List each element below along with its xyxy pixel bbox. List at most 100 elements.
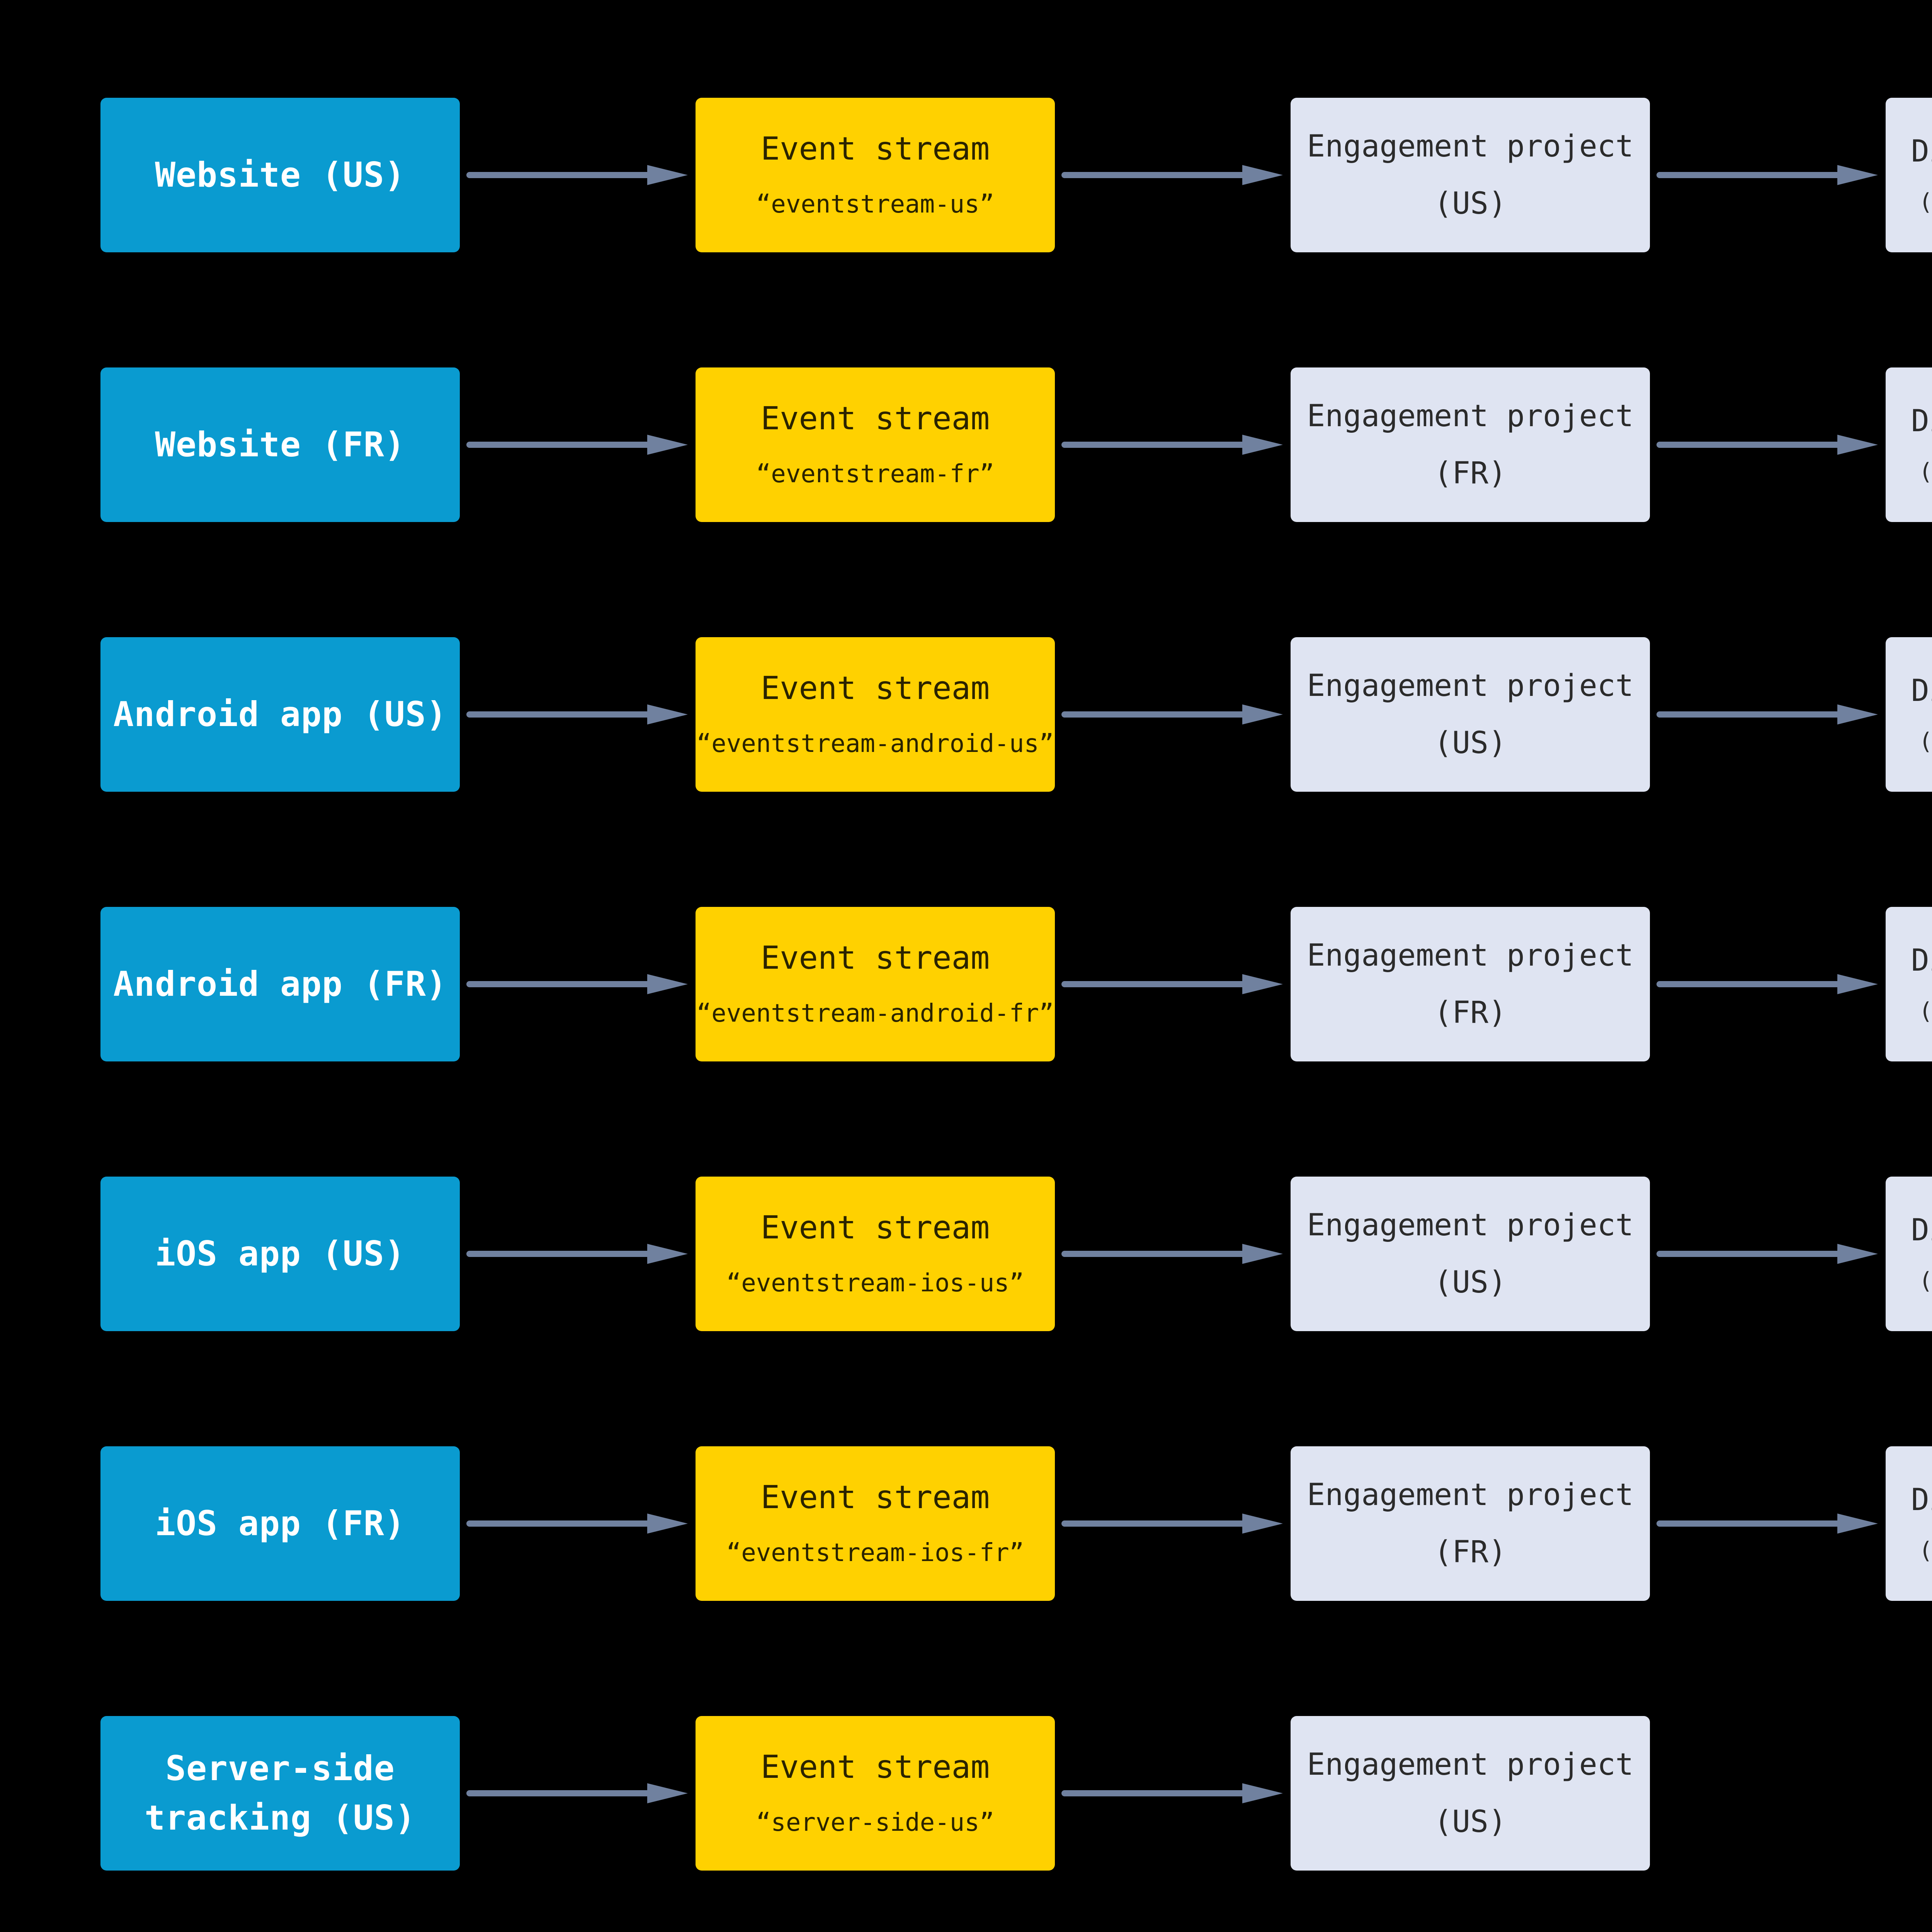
source-box: Android app (FR) <box>100 907 460 1061</box>
stream-subtitle: “server-side-us” <box>756 1808 995 1837</box>
stream-box: Event stream “eventstream-ios-us” <box>696 1177 1055 1331</box>
arrow-right-icon <box>1061 163 1285 187</box>
source-title: Website (US) <box>155 155 405 195</box>
project-box: Engagement project (US) <box>1291 637 1650 792</box>
arrow-right-icon <box>466 973 690 996</box>
arrow-right-icon <box>1656 1512 1880 1535</box>
project-box: Engagement project (US) <box>1291 98 1650 252</box>
project-title: Engagement project <box>1307 129 1634 164</box>
source-title: Android app (US) <box>113 694 447 734</box>
source-title: Server-side tracking (US) <box>145 1748 416 1838</box>
stream-box: Event stream “eventstream-us” <box>696 98 1055 252</box>
project-title: Engagement project <box>1307 1478 1634 1512</box>
arrow-right-icon <box>1061 1782 1285 1805</box>
arrow-right-icon <box>1061 1512 1285 1535</box>
stream-title: Event stream <box>760 131 990 167</box>
account-subtitle: (metadata view_id=us) <box>1918 728 1932 755</box>
project-box: Engagement project (FR) <box>1291 1446 1650 1601</box>
account-box: Discovery account (metadata view_id=us) <box>1886 637 1932 792</box>
account-title: Discovery account <box>1911 673 1932 708</box>
stream-box: Event stream“eventstream-android-fr” <box>696 907 1055 1061</box>
project-subtitle: (US) <box>1434 726 1507 760</box>
account-title: Discovery account <box>1911 134 1932 169</box>
project-box: Engagement project (US) <box>1291 1177 1650 1331</box>
stream-subtitle: “eventstream-ios-us” <box>726 1269 1024 1298</box>
stream-box: Event stream “eventstream-ios-fr” <box>696 1446 1055 1601</box>
arrow-right-icon <box>1656 1242 1880 1265</box>
account-subtitle: (metadata view_id=fr) <box>1918 1537 1932 1564</box>
pipeline-row: iOS app (FR) Event stream “eventstream-ios… <box>0 1446 1932 1601</box>
arrow-right-icon <box>1656 163 1880 187</box>
pipeline-row: Server-side tracking (US) Event stream “se… <box>0 1716 1932 1871</box>
arrow-right-icon <box>1061 703 1285 726</box>
arrow-right-icon <box>1656 433 1880 456</box>
project-subtitle: (US) <box>1434 186 1507 221</box>
account-subtitle: (metadata view_id=us) <box>1918 189 1932 216</box>
account-subtitle: (metadata view_id=fr) <box>1918 458 1932 485</box>
account-subtitle: (metadata view_id=fr) <box>1918 998 1932 1025</box>
project-subtitle: (FR) <box>1434 1535 1507 1570</box>
arrow-right-icon <box>466 433 690 456</box>
stream-subtitle: “eventstream-android-us” <box>696 730 1054 758</box>
stream-box: Event stream “eventstream-android-us” <box>696 637 1055 792</box>
stream-title: Event stream <box>760 1479 990 1516</box>
source-title: Website (FR) <box>155 425 405 464</box>
pipeline-row: Android app (US) Event stream “eventstream… <box>0 637 1932 792</box>
arrow-right-icon <box>1656 973 1880 996</box>
project-subtitle: (US) <box>1434 1804 1507 1839</box>
arrow-right-icon <box>466 1242 690 1265</box>
account-title: Discovery account <box>1911 404 1932 439</box>
stream-box: Event stream “server-side-us” <box>696 1716 1055 1871</box>
account-box: Discovery account(metadata view_id=fr) <box>1886 1446 1932 1601</box>
project-title: Engagement project <box>1307 1208 1634 1243</box>
project-title: Engagement project <box>1307 399 1634 434</box>
stream-subtitle: “eventstream-fr” <box>756 460 995 488</box>
pipeline-row: Android app (FR) Event stream“eventstream… <box>0 907 1932 1061</box>
stream-subtitle: “eventstream-us” <box>756 190 995 219</box>
pipeline-row: Website (FR) Event stream “eventstream-fr”… <box>0 367 1932 522</box>
source-box: Server-side tracking (US) <box>100 1716 460 1871</box>
project-box: Engagement project (FR) <box>1291 367 1650 522</box>
source-box: iOS app (US) <box>100 1177 460 1331</box>
source-title: Android app (FR) <box>113 964 447 1004</box>
stream-subtitle: “eventstream-ios-fr” <box>726 1539 1024 1567</box>
project-title: Engagement project <box>1307 668 1634 703</box>
account-title: Discovery account <box>1911 1213 1932 1248</box>
account-box: Discovery account (metadata view_id=fr) <box>1886 907 1932 1061</box>
arrow-right-icon <box>466 703 690 726</box>
source-box: Website (US) <box>100 98 460 252</box>
stream-title: Event stream <box>760 670 990 707</box>
pipeline-row: Website (US) Event stream “eventstream-us”… <box>0 98 1932 252</box>
source-box: Android app (US) <box>100 637 460 792</box>
stream-title: Event stream <box>760 1749 990 1786</box>
source-box: iOS app (FR) <box>100 1446 460 1601</box>
account-box: Discovery account (metadata view_id=fr) <box>1886 367 1932 522</box>
project-title: Engagement project <box>1307 938 1634 973</box>
project-title: Engagement project <box>1307 1747 1634 1782</box>
source-title: iOS app (FR) <box>155 1503 405 1543</box>
account-title: Discovery account <box>1911 943 1932 978</box>
arrow-right-icon <box>466 1512 690 1535</box>
stream-subtitle: “eventstream-android-fr” <box>696 999 1054 1028</box>
arrow-right-icon <box>1061 973 1285 996</box>
source-box: Website (FR) <box>100 367 460 522</box>
account-box: Discovery account (metadata view_id=us) <box>1886 1177 1932 1331</box>
arrow-right-icon <box>1061 433 1285 456</box>
project-box: Engagement project (US) <box>1291 1716 1650 1871</box>
arrow-right-icon <box>1061 1242 1285 1265</box>
account-box: Discovery account (metadata view_id=us) <box>1886 98 1932 252</box>
stream-title: Event stream <box>760 400 990 437</box>
stream-box: Event stream “eventstream-fr” <box>696 367 1055 522</box>
arrow-right-icon <box>1656 703 1880 726</box>
account-subtitle: (metadata view_id=us) <box>1918 1267 1932 1294</box>
project-box: Engagement project (FR) <box>1291 907 1650 1061</box>
source-title: iOS app (US) <box>155 1234 405 1274</box>
arrow-right-icon <box>466 163 690 187</box>
arrow-right-icon <box>466 1782 690 1805</box>
stream-title: Event stream <box>760 1209 990 1246</box>
project-subtitle: (FR) <box>1434 456 1507 491</box>
pipeline-row: iOS app (US) Event stream “eventstream-ios… <box>0 1177 1932 1331</box>
project-subtitle: (FR) <box>1434 995 1507 1030</box>
project-subtitle: (US) <box>1434 1265 1507 1300</box>
